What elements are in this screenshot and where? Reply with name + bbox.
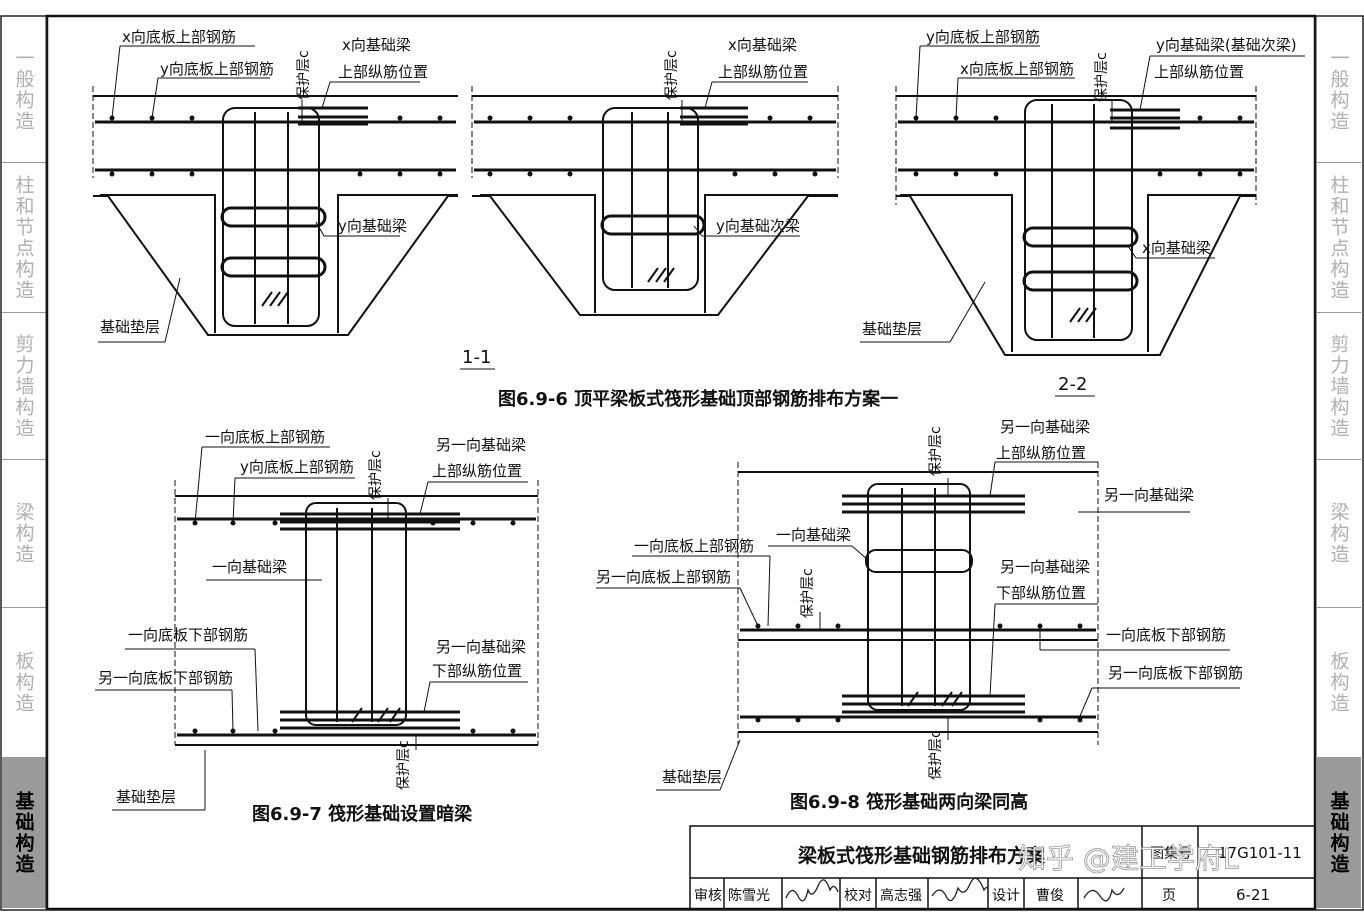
title-block-check-label: 校对 xyxy=(844,887,872,904)
left-tab-column-joint[interactable]: 柱和节点构造 xyxy=(2,163,46,313)
signature-reviewer xyxy=(785,879,839,902)
left-tab-shear-wall[interactable]: 剪力墙构造 xyxy=(2,313,46,460)
label-8-other-beam-top-1: 另一向基础梁 xyxy=(1000,418,1090,436)
title-block-design-label: 设计 xyxy=(992,888,1020,904)
label-cushion: 基础垫层 xyxy=(100,318,160,336)
signature-designer xyxy=(1083,887,1125,902)
title-block-designer: 曹俊 xyxy=(1036,888,1064,904)
label-7-other-beam-bottom-1: 另一向基础梁 xyxy=(436,638,526,656)
section-middle xyxy=(471,81,839,316)
right-tab-slab[interactable]: 板构造 xyxy=(1317,608,1361,758)
label-mid-x-beam-top-1: x向基础梁 xyxy=(728,36,797,54)
left-tab-foundation[interactable]: 基础构造 xyxy=(2,758,46,908)
section-label-2-2: 2-2 xyxy=(1058,374,1087,395)
label-8-other-slab-bottom: 另一向底板下部钢筋 xyxy=(1108,664,1243,682)
label-8-one-beam: 一向基础梁 xyxy=(776,526,851,544)
label-7-other-beam-top-1: 另一向基础梁 xyxy=(436,436,526,454)
fig-6-9-8 xyxy=(596,461,1240,791)
label-y-beam: y向基础梁 xyxy=(338,217,407,235)
label-x-slab-top: x向底板上部钢筋 xyxy=(122,28,236,46)
label-cover: 保护层c xyxy=(296,50,312,100)
label-7-y-slab-top: y向底板上部钢筋 xyxy=(240,458,354,476)
label-8-other-slab-top: 另一向底板上部钢筋 xyxy=(596,568,731,586)
title-block-page-no: 6-21 xyxy=(1236,886,1270,904)
label-8-other-beam-top-2: 上部纵筋位置 xyxy=(996,444,1086,462)
label-cover-mid: 保护层c xyxy=(664,50,680,100)
left-tab-beam[interactable]: 梁构造 xyxy=(2,460,46,608)
label-8-cover-top: 保护层c xyxy=(928,426,944,476)
caption-fig-6-9-6: 图6.9-6 顶平梁板式筏形基础顶部钢筋排布方案一 xyxy=(498,388,898,410)
label-2-cushion: 基础垫层 xyxy=(862,320,922,338)
label-7-other-beam-bottom-2: 下部纵筋位置 xyxy=(432,662,522,680)
section-1-1 xyxy=(92,45,495,370)
right-tab-shear-wall[interactable]: 剪力墙构造 xyxy=(1317,313,1361,460)
label-7-cover-bottom: 保护层c xyxy=(396,740,412,790)
label-2-x-beam: x向基础梁 xyxy=(1142,239,1211,257)
section-2-2 xyxy=(860,45,1305,397)
right-tab-general[interactable]: 一般构造 xyxy=(1317,18,1361,163)
label-y-slab-top: y向底板上部钢筋 xyxy=(160,60,274,78)
watermark: 知乎 @建工学府L xyxy=(1018,842,1239,875)
label-8-other-beam-bottom-1: 另一向基础梁 xyxy=(1000,558,1090,576)
signature-checker xyxy=(931,877,989,902)
label-2-y-beam-top-1: y向基础梁(基础次梁) xyxy=(1156,36,1297,54)
label-7-cover-top: 保护层c xyxy=(368,450,384,500)
title-block-review-label: 审核 xyxy=(694,888,722,904)
left-tab-slab[interactable]: 板构造 xyxy=(2,608,46,758)
label-8-other-beam-bottom-2: 下部纵筋位置 xyxy=(996,584,1086,602)
right-tab-foundation[interactable]: 基础构造 xyxy=(1317,758,1361,908)
fig-6-9-7 xyxy=(95,446,539,811)
right-tab-column-joint[interactable]: 柱和节点构造 xyxy=(1317,163,1361,313)
title-block-checker: 高志强 xyxy=(880,887,922,904)
title-block-atlas-label: 图集号 xyxy=(1150,845,1192,862)
label-8-cover-mid: 保护层c xyxy=(800,568,816,618)
label-x-beam-top-2: 上部纵筋位置 xyxy=(338,63,428,81)
label-2-x-slab-top: x向底板上部钢筋 xyxy=(960,60,1074,78)
label-2-y-beam-top-2: 上部纵筋位置 xyxy=(1154,63,1244,81)
title-block-page-label: 页 xyxy=(1162,888,1176,904)
label-2-cover: 保护层c xyxy=(1094,52,1110,102)
label-2-y-slab-top: y向底板上部钢筋 xyxy=(926,28,1040,46)
label-mid-x-beam-top-2: 上部纵筋位置 xyxy=(718,63,808,81)
label-y-secondary: y向基础次梁 xyxy=(716,217,800,235)
label-8-cushion: 基础垫层 xyxy=(662,768,722,786)
title-block-reviewer: 陈雪光 xyxy=(728,887,770,904)
title-block-title: 梁板式筏形基础钢筋排布方案 xyxy=(797,844,1046,867)
inner-frame xyxy=(45,14,1317,911)
label-7-cushion: 基础垫层 xyxy=(116,788,176,806)
label-7-one-beam: 一向基础梁 xyxy=(212,558,287,576)
caption-fig-6-9-8: 图6.9-8 筏形基础两向梁同高 xyxy=(790,791,1028,813)
label-8-one-slab-bottom: 一向底板下部钢筋 xyxy=(1106,626,1226,644)
caption-fig-6-9-7: 图6.9-7 筏形基础设置暗梁 xyxy=(252,803,473,825)
label-7-other-slab-bottom: 另一向底板下部钢筋 xyxy=(98,669,233,687)
section-label-1-1: 1-1 xyxy=(462,347,491,368)
title-block xyxy=(689,825,1316,910)
label-8-other-beam: 另一向基础梁 xyxy=(1104,486,1194,504)
label-x-beam-top-1: x向基础梁 xyxy=(342,36,411,54)
label-8-one-slab-top: 一向底板上部钢筋 xyxy=(634,537,754,555)
label-7-other-beam-top-2: 上部纵筋位置 xyxy=(432,462,522,480)
left-tab-general[interactable]: 一般构造 xyxy=(2,18,46,163)
right-tab-beam[interactable]: 梁构造 xyxy=(1317,460,1361,608)
label-8-cover-bottom: 保护层c xyxy=(928,730,944,780)
label-7-one-slab-bottom: 一向底板下部钢筋 xyxy=(128,626,248,644)
title-block-atlas-no: 17G101-11 xyxy=(1218,844,1302,862)
label-7-one-slab-top: 一向底板上部钢筋 xyxy=(205,428,325,446)
